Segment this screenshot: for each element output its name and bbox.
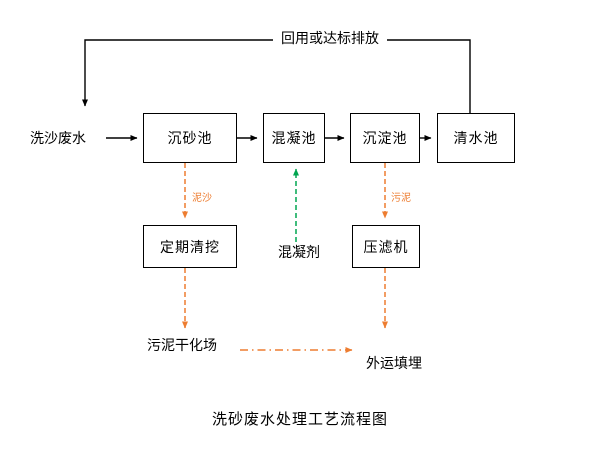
box-periodic-dredging: 定期清挖 xyxy=(143,225,237,268)
coagulant-label: 混凝剂 xyxy=(278,245,320,261)
box-grit-chamber: 沉砂池 xyxy=(143,113,237,163)
box-filter-press-label: 压滤机 xyxy=(363,239,409,256)
sediment-flow-label: 泥沙 xyxy=(192,193,212,204)
sludge-flow-label: 污泥 xyxy=(391,193,411,204)
box-coagulation-tank: 混凝池 xyxy=(263,113,325,163)
box-periodic-dredging-label: 定期清挖 xyxy=(160,239,220,256)
box-sedimentation-tank: 沉淀池 xyxy=(350,113,420,163)
box-coagulation-tank-label: 混凝池 xyxy=(271,131,317,147)
box-sedimentation-tank-label: 沉淀池 xyxy=(362,131,408,147)
diagram-title: 洗砂废水处理工艺流程图 xyxy=(211,410,389,428)
box-grit-chamber-label: 沉砂池 xyxy=(167,131,213,147)
box-clear-water-tank-label: 清水池 xyxy=(453,131,499,147)
box-clear-water-tank: 清水池 xyxy=(437,113,515,163)
influent-label: 洗沙废水 xyxy=(30,131,86,147)
reuse-discharge-label: 回用或达标排放 xyxy=(273,31,387,48)
box-filter-press: 压滤机 xyxy=(352,225,420,268)
connector-reuse-loop xyxy=(82,39,471,113)
offsite-landfill-label: 外运填埋 xyxy=(366,356,422,372)
sludge-drying-field-label: 污泥干化场 xyxy=(147,338,217,354)
